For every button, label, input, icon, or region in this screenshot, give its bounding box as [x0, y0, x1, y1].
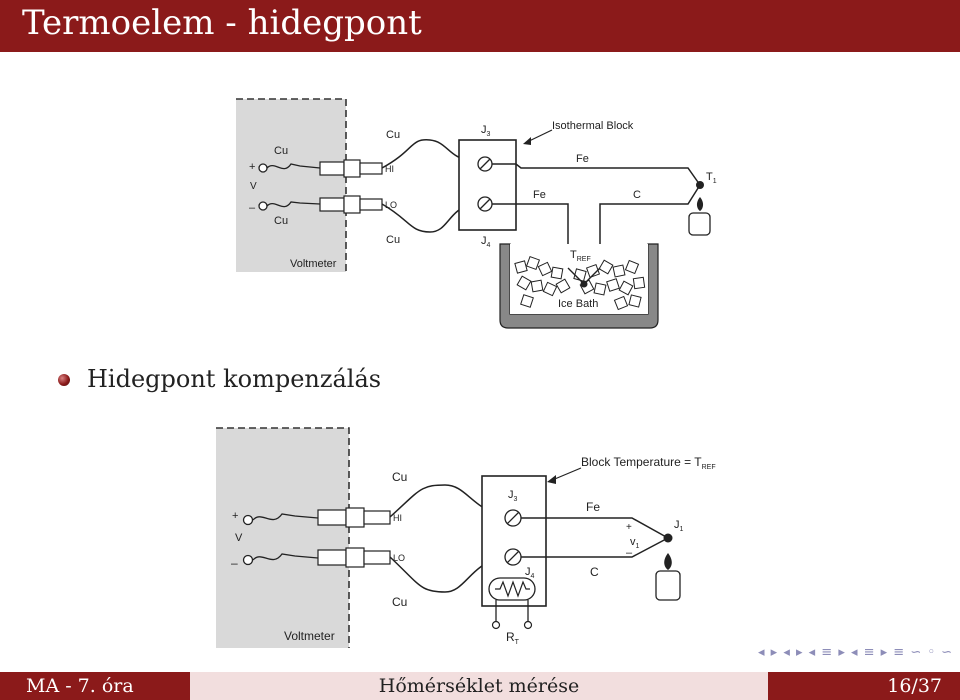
voltmeter-box-2: [216, 428, 349, 648]
fe-mid-label: Fe: [533, 189, 546, 201]
t1-label: T1: [706, 171, 717, 185]
minus-sign-2: –: [231, 556, 238, 570]
isothermal-label: Isothermal Block: [552, 120, 634, 132]
fe-label-2: Fe: [586, 500, 600, 514]
plus-sign-2: +: [232, 510, 238, 522]
j3-label-2: J3: [508, 489, 518, 503]
bullet-text: Hidegpont kompenzálás: [87, 365, 382, 393]
ice-bath-container: [499, 243, 659, 329]
voltmeter-label-2: Voltmeter: [284, 629, 335, 643]
terminal-bottom-2: [242, 554, 254, 566]
wire-cu-bottom: Cu: [386, 234, 400, 246]
c-label: C: [633, 189, 641, 201]
terminal-top-2: [242, 514, 254, 526]
j1-junction: [663, 533, 673, 543]
c-label-2: C: [590, 565, 599, 579]
footer-page-number: 16/37: [768, 672, 960, 700]
v1-label: v1: [630, 536, 640, 550]
wire-cu-top: Cu: [386, 129, 400, 141]
cu-label-bottom: Cu: [274, 215, 288, 227]
block-temp-label: Block Temperature = TREF: [581, 455, 716, 471]
j1-label: J1: [674, 519, 684, 533]
v-label: V: [250, 181, 257, 192]
wire-cu-bottom-2: Cu: [392, 595, 407, 609]
fe-top-label: Fe: [576, 153, 589, 165]
rt-label: RT: [506, 630, 520, 646]
t1-junction: [696, 181, 704, 189]
hi-label-2: HI: [393, 513, 402, 523]
footer-course: MA - 7. óra: [0, 672, 190, 700]
slide-title: Termoelem - hidegpont: [22, 3, 422, 43]
j4-label: J4: [481, 235, 491, 249]
lo-label-2: LO: [393, 553, 405, 563]
hi-label: HI: [385, 164, 394, 174]
title-bar: Termoelem - hidegpont: [0, 0, 960, 52]
v1-plus: +: [626, 522, 632, 533]
voltmeter-label: Voltmeter: [290, 258, 337, 270]
candle-2: [655, 570, 681, 601]
beamer-navigation-icons[interactable]: ◂ ▸ ◂ ▸ ◂ ≡ ▸ ◂ ≡ ▸ ≡ ∽ ◦ ∽ ◦: [758, 645, 960, 660]
j4-label-2: J4: [525, 566, 535, 580]
cu-label-top: Cu: [274, 145, 288, 157]
candle: [688, 212, 711, 236]
bullet-marker: [58, 374, 70, 386]
tref-label: TREF: [570, 249, 591, 263]
minus-sign: –: [249, 202, 256, 214]
lo-label: LO: [385, 200, 397, 210]
wire-cu-top-2: Cu: [392, 470, 407, 484]
footer-bar: MA - 7. óra Hőmérséklet mérése 16/37: [0, 672, 960, 700]
j3-label: J3: [481, 124, 491, 138]
ice-bath-label: Ice Bath: [558, 298, 598, 310]
footer-topic: Hőmérséklet mérése: [190, 672, 768, 700]
voltmeter-box: [236, 99, 346, 272]
ice-cubes: [514, 255, 646, 311]
v-label-2: V: [235, 532, 243, 544]
v1-minus: –: [626, 547, 633, 559]
plus-sign: +: [249, 161, 255, 173]
isothermal-block: [458, 139, 517, 231]
